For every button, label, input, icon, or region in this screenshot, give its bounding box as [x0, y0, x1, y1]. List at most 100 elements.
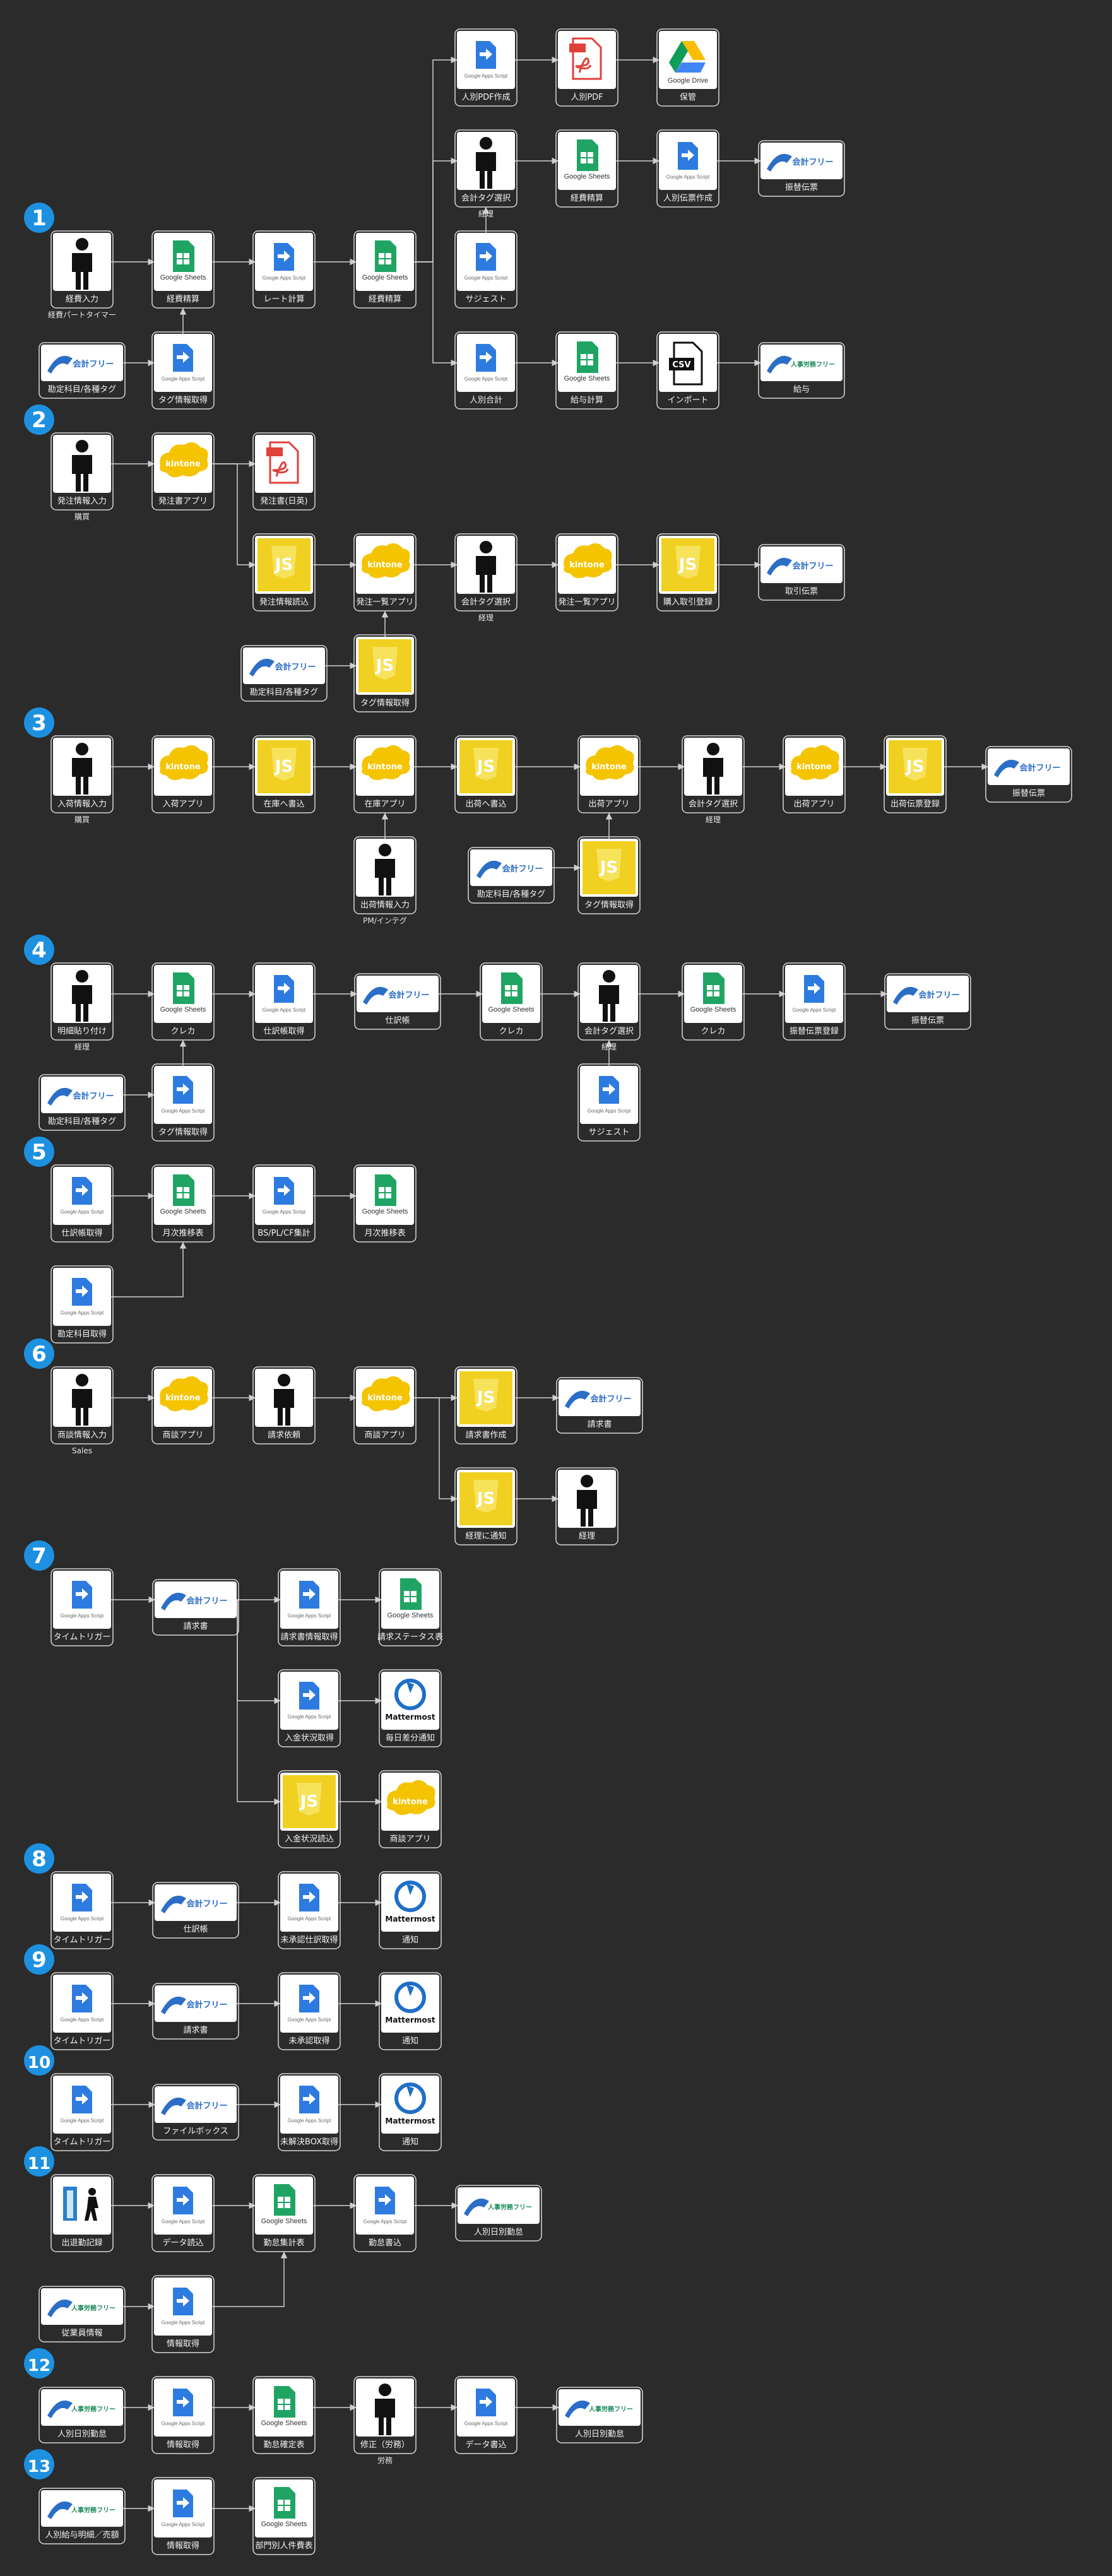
- node-label: レート計算: [263, 294, 304, 304]
- node-person: 請求依頼: [252, 1366, 316, 1445]
- javascript-shield-icon: [473, 1480, 499, 1513]
- freee-bird-icon: [47, 1087, 73, 1106]
- door-glass-icon: [67, 2190, 73, 2218]
- node-label: インポート: [667, 396, 708, 405]
- node-icon-tile: [458, 2187, 540, 2224]
- flow-number-badge: 9: [24, 1944, 54, 1975]
- apps-script-arrow-icon: [303, 1689, 316, 1701]
- node-frame: [682, 962, 745, 1041]
- node-frame: [454, 1467, 518, 1545]
- node-label: 振替伝票: [911, 1016, 944, 1025]
- apps-script-caption: Google Apps Script: [288, 1916, 331, 1922]
- node-role-label: 経理: [601, 1043, 617, 1051]
- apps-script-caption: Google Apps Script: [464, 2421, 508, 2426]
- javascript-caption: JS: [599, 858, 618, 877]
- kintone-icon: [586, 745, 634, 781]
- node-label: 入金状況取得: [285, 1733, 334, 1743]
- person-icon-body: [72, 455, 92, 492]
- freee-bird-icon: [47, 355, 73, 374]
- kintone-icon: [362, 745, 410, 781]
- person-icon-body: [476, 556, 496, 593]
- freee-bird-icon: [161, 1895, 186, 1913]
- node-label: データ書込: [465, 2440, 506, 2450]
- javascript-caption: JS: [299, 1792, 318, 1811]
- node-label: 仕訳帳: [385, 1016, 410, 1025]
- flow-number-badge: 13: [24, 2449, 54, 2479]
- node-frame: [656, 331, 719, 410]
- node-icon-tile: [243, 647, 325, 684]
- node-label: 会計タグ選択: [689, 799, 738, 809]
- javascript-shield-icon: [372, 647, 398, 680]
- person-icon-head: [480, 541, 492, 553]
- sheets-caption: Google Sheets: [160, 1208, 206, 1215]
- node-frame: [151, 331, 215, 410]
- node-frame: [38, 342, 126, 399]
- apps-script-caption: Google Apps Script: [464, 275, 508, 281]
- node-frame: [884, 735, 947, 813]
- kintone-icon: [362, 543, 410, 579]
- freee-bird-icon: [893, 986, 918, 1005]
- badge-circle: [24, 1137, 54, 1167]
- javascript-caption: JS: [476, 1388, 495, 1407]
- kintone-caption: kintone: [367, 560, 403, 570]
- node-frame: [758, 140, 845, 197]
- node-label: クレカ: [499, 1027, 523, 1036]
- apps-script-caption: Google Apps Script: [61, 1916, 104, 1922]
- node-label: 勤怠集計表: [263, 2238, 304, 2248]
- apps-script-arrow-icon: [480, 49, 492, 60]
- node-icon-tile: [381, 2076, 439, 2134]
- javascript-shield-icon: [473, 748, 499, 781]
- node-label: 通知: [402, 2036, 418, 2046]
- node-frame: [50, 230, 114, 309]
- node-frame: [758, 342, 845, 399]
- person-icon-head: [278, 1374, 290, 1386]
- flow-number-badge: 2: [24, 405, 54, 435]
- node-label: 人別PDF作成: [461, 93, 510, 102]
- freee-bird-icon: [161, 2097, 186, 2115]
- node-label: タイムトリガー: [54, 2137, 111, 2147]
- person-icon-head: [379, 844, 391, 856]
- node-label: 取引伝票: [785, 587, 818, 596]
- javascript-shield-icon: [675, 546, 701, 579]
- node-label: 人別PDF: [571, 93, 603, 102]
- node-frame: [38, 2488, 126, 2544]
- node-label: 請求書: [587, 1420, 612, 1429]
- node-label: タイムトリガー: [54, 1633, 111, 1642]
- kintone-caption: kintone: [569, 560, 605, 570]
- node-role-label: 経理: [478, 210, 494, 218]
- freee-caption: 会計フリー: [73, 359, 114, 369]
- flow-number-badge: 12: [24, 2348, 54, 2378]
- node-label: クレカ: [170, 1027, 195, 1036]
- node-frame: [656, 129, 719, 208]
- node-label: 発注情報読込: [259, 597, 309, 607]
- apps-script-arrow-icon: [480, 352, 492, 363]
- node-frame: [682, 735, 745, 813]
- node-label: 請求書: [183, 2026, 208, 2035]
- apps-script-arrow-icon: [303, 1891, 316, 1903]
- node-icon-tile: [53, 2177, 111, 2235]
- person-icon-body: [703, 758, 723, 795]
